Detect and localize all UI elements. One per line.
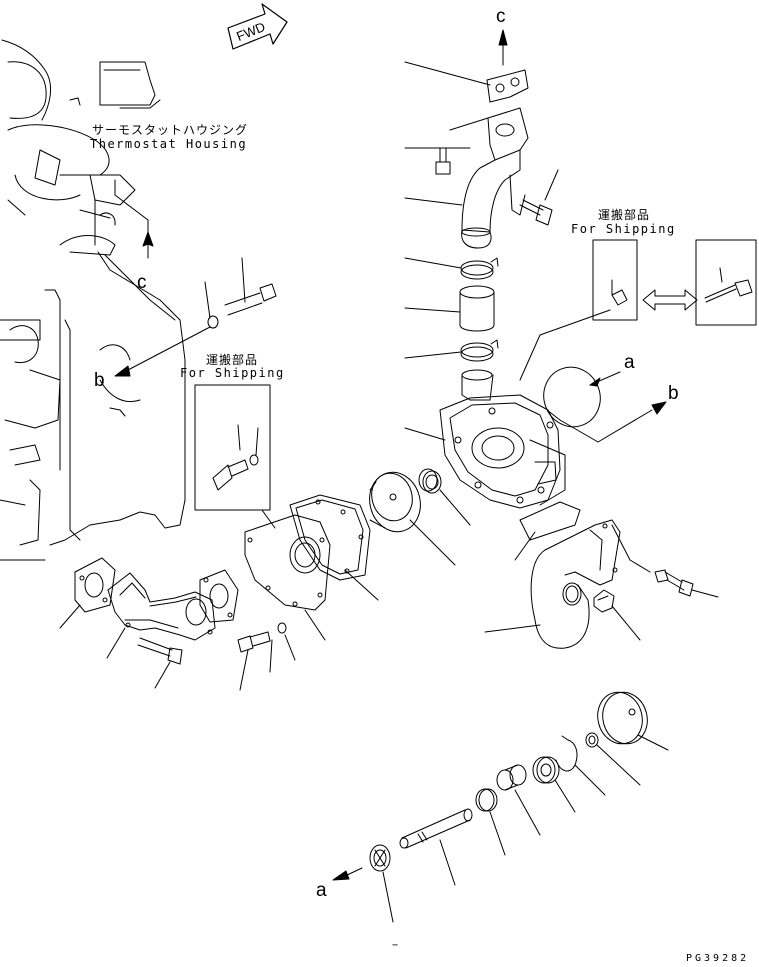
shipping-left-en: For Shipping xyxy=(180,366,285,380)
leader-shaft-seal xyxy=(382,871,394,923)
leader-inlet-bolt xyxy=(154,661,171,689)
inlet-gasket-right xyxy=(199,569,239,623)
arrow-a-bottom-head xyxy=(332,870,350,881)
bolt-small-icon xyxy=(237,622,287,653)
shaft-seal-a xyxy=(369,844,391,872)
leader-bolt-small-2 xyxy=(269,639,273,673)
thermostat-housing-jp: サーモスタットハウジング xyxy=(92,123,249,137)
shipping-box-top xyxy=(592,239,757,326)
pulley xyxy=(597,691,648,745)
bolt-top-icon xyxy=(435,117,489,175)
elbow-bolt-icon xyxy=(654,569,694,597)
leader-back-gasket xyxy=(344,569,379,601)
water-outlet-elbow xyxy=(461,107,529,249)
ref-line-b-left xyxy=(127,326,211,371)
leader-clamp-bottom xyxy=(404,351,462,359)
ref-a-bottom: a xyxy=(316,880,327,901)
ref-line-c-left xyxy=(104,254,176,321)
engine-block-outline xyxy=(0,39,186,561)
leader-washer-small xyxy=(284,634,296,661)
arrow-b-left-head xyxy=(114,365,131,377)
outlet-gasket-top xyxy=(486,69,529,103)
leader-seal xyxy=(439,489,471,526)
drawing-code: PG39282 xyxy=(686,953,750,964)
washer-and-bolt-left xyxy=(204,257,277,329)
impeller xyxy=(369,471,421,533)
leader-gasket-top xyxy=(404,61,491,86)
shipping-top-jp: 運搬部品 xyxy=(598,208,651,222)
nut-small xyxy=(585,732,599,748)
back-gasket xyxy=(289,494,371,581)
back-plate xyxy=(244,514,331,611)
leader-snap-ring xyxy=(574,764,606,796)
leader-pulley xyxy=(637,734,669,751)
leader-elbow-gasket xyxy=(514,531,536,561)
leader-hose xyxy=(404,307,461,313)
inlet-pipe xyxy=(107,572,216,641)
leader-elbow-bolt xyxy=(691,589,719,598)
leader-spacer xyxy=(514,789,541,836)
leader-drain-plug xyxy=(611,605,641,641)
spacer xyxy=(496,764,527,791)
ref-b-right: b xyxy=(668,383,679,404)
fwd-arrow-icon xyxy=(227,3,288,50)
leader-inlet-elbow xyxy=(484,624,541,633)
leader-shipping-left xyxy=(261,509,276,529)
water-pump-body xyxy=(439,369,566,509)
ref-line-b-right xyxy=(546,409,653,443)
ref-a-right: a xyxy=(624,352,635,373)
leader-bearing-small xyxy=(489,811,506,856)
leader-bearing-large xyxy=(554,779,576,813)
thermostat-outlet-arrow xyxy=(79,179,154,259)
inlet-elbow-right xyxy=(519,501,621,649)
drain-plug-icon xyxy=(593,589,615,613)
bearing-small xyxy=(475,788,498,812)
leader-impeller xyxy=(409,519,456,566)
shipping-left-jp: 運搬部品 xyxy=(206,353,259,367)
leader-shipping-top xyxy=(519,309,611,381)
pump-seal xyxy=(418,468,442,494)
page-mark: − xyxy=(392,940,402,951)
hose-clamp-bottom xyxy=(460,339,499,362)
leader-pump-shaft xyxy=(439,839,456,886)
inlet-gasket-left xyxy=(74,557,116,613)
leader-pump-body xyxy=(404,427,446,441)
shipping-box-left xyxy=(194,384,271,511)
leader-inlet-gasket xyxy=(59,604,81,629)
leader-inlet-pipe xyxy=(106,627,126,659)
shipping-top-en: For Shipping xyxy=(571,222,676,236)
leader-nut-small xyxy=(596,744,641,786)
hose xyxy=(459,285,495,332)
ref-c-left: c xyxy=(137,272,147,293)
leader-back-plate xyxy=(304,609,326,641)
hose-clamp-top xyxy=(460,257,499,280)
thermostat-housing-en: Thermostat Housing xyxy=(90,137,248,151)
ref-b-left: b xyxy=(94,370,105,391)
arrow-c-top-head xyxy=(498,29,508,46)
bearing-large xyxy=(532,756,560,784)
leader-bolt-small xyxy=(239,649,249,691)
bolt-right-icon xyxy=(519,169,559,226)
snap-ring xyxy=(555,735,578,772)
leader-elbow xyxy=(404,197,463,206)
pump-shaft xyxy=(399,808,473,849)
o-ring xyxy=(543,366,601,428)
leader-elbow-bolt-line xyxy=(611,524,651,573)
leader-clamp-top xyxy=(404,257,462,269)
inlet-bolt-icon xyxy=(137,637,183,665)
arrow-b-right-head xyxy=(651,401,667,415)
ref-c-top: c xyxy=(496,6,506,27)
